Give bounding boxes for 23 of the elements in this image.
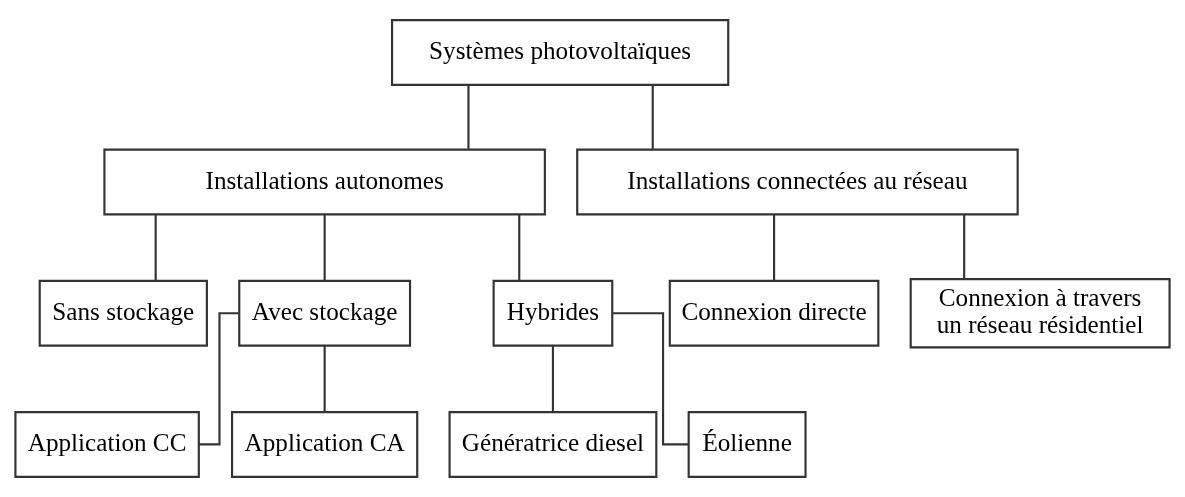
node-box: Installations connectées au réseau bbox=[576, 148, 1019, 216]
connector bbox=[467, 85, 470, 149]
node-box: Connexion à travers un réseau résidentiel bbox=[909, 278, 1171, 349]
connector bbox=[773, 214, 776, 281]
node-box: Connexion directe bbox=[668, 279, 880, 347]
node-box: Hybrides bbox=[492, 279, 614, 347]
connector bbox=[612, 312, 689, 446]
connector bbox=[651, 85, 654, 149]
node-box: Éolienne bbox=[687, 411, 807, 478]
connector bbox=[551, 345, 555, 412]
node-box: Systèmes photovoltaïques bbox=[391, 19, 730, 86]
node-box: Application CA bbox=[231, 411, 419, 478]
connector bbox=[518, 214, 521, 281]
connector bbox=[154, 214, 157, 281]
node-box: Avec stockage bbox=[238, 279, 412, 347]
node-box: Génératrice diesel bbox=[448, 411, 658, 478]
connector bbox=[198, 312, 239, 446]
connector bbox=[323, 345, 326, 412]
node-box: Installations autonomes bbox=[103, 148, 546, 216]
connector bbox=[963, 214, 966, 279]
connector bbox=[323, 214, 326, 281]
node-box: Sans stockage bbox=[38, 279, 208, 347]
node-box: Application CC bbox=[14, 411, 200, 478]
